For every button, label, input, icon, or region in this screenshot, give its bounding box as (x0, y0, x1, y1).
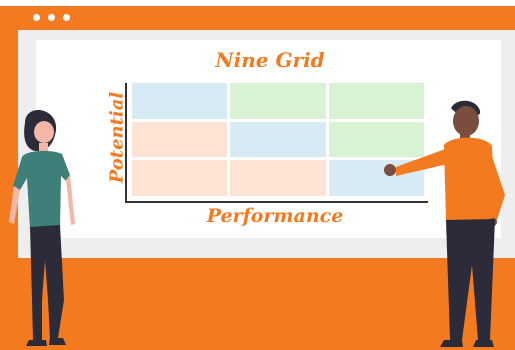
window-control-dot (63, 14, 70, 21)
woman-shirt (13, 150, 70, 229)
x-axis-line (125, 201, 428, 203)
grid-cell-r2-c3 (328, 121, 424, 158)
man-left-shoe (440, 340, 463, 347)
grid-cell-r2-c2 (230, 121, 326, 158)
grid-cell-r1-c3 (328, 83, 424, 119)
window-control-dot (48, 14, 55, 21)
woman-pants (30, 225, 64, 340)
grid-cell-r1-c2 (230, 83, 326, 119)
grid-cell-r1-c1 (132, 83, 228, 119)
window-control-dot (33, 14, 40, 21)
grid-cell-r3-c2 (230, 160, 326, 196)
man-back-arm (483, 147, 505, 220)
man-pointing-arm (396, 148, 452, 176)
y-axis-line (125, 83, 127, 202)
man-shirt (444, 137, 495, 222)
man-neck (460, 133, 470, 142)
woman-neck (39, 143, 48, 151)
window-titlebar (28, 6, 515, 30)
woman-left-shoe (26, 340, 47, 346)
floor-band (0, 262, 515, 350)
nine-grid (132, 83, 424, 196)
grid-cell-r2-c1 (132, 121, 228, 158)
x-axis-label: Performance (206, 205, 344, 227)
board-title: Nine Grid (215, 48, 325, 72)
woman-right-arm (66, 175, 75, 225)
woman-face (34, 121, 54, 143)
man-right-shoe (473, 340, 494, 347)
woman-left-arm (9, 186, 20, 224)
woman-right-shoe (49, 338, 66, 345)
man-hand (384, 164, 396, 176)
grid-cell-r3-c1 (132, 160, 228, 196)
man-head (453, 106, 479, 136)
man-pants (446, 219, 495, 340)
